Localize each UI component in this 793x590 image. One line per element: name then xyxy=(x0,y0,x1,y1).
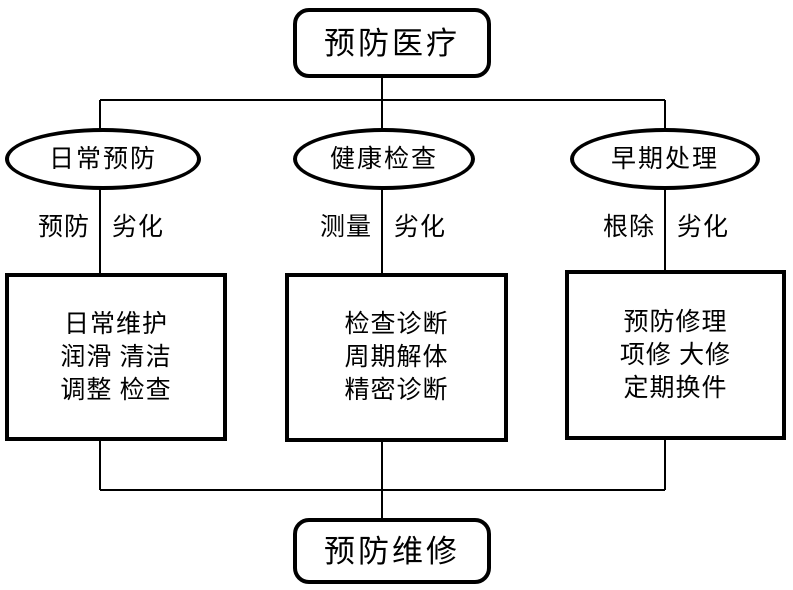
node-preventive-maintenance[interactable]: 预防维修 xyxy=(293,518,491,584)
box-daily-maintenance[interactable]: 日常维护 润滑 清洁 调整 检查 xyxy=(5,273,227,441)
node-preventive-maintenance-label: 预防维修 xyxy=(324,533,460,569)
box-daily-maintenance-line-2: 润滑 清洁 xyxy=(60,343,172,371)
box-preventive-repair-line-2: 项修 大修 xyxy=(619,341,732,369)
node-ellipse-early-treatment[interactable]: 早期处理 xyxy=(570,128,760,190)
box-inspection-diagnosis-line-3: 精密诊断 xyxy=(344,377,449,404)
node-ellipse-early-treatment-label: 早期处理 xyxy=(610,145,719,173)
edge-label-branch-3-right: 劣化 xyxy=(677,214,730,241)
edge-label-branch-2-left: 测量 xyxy=(319,214,372,241)
edge-label-branch-1-left: 预防 xyxy=(37,214,90,241)
node-preventive-medicine-label: 预防医疗 xyxy=(324,25,460,61)
box-daily-maintenance-line-1: 日常维护 xyxy=(63,310,168,338)
box-preventive-repair-line-3: 定期换件 xyxy=(623,374,728,402)
node-ellipse-daily-prevention[interactable]: 日常预防 xyxy=(5,128,201,190)
box-inspection-diagnosis[interactable]: 检查诊断 周期解体 精密诊断 xyxy=(285,273,508,442)
box-inspection-diagnosis-line-1: 检查诊断 xyxy=(344,311,449,338)
node-ellipse-health-check[interactable]: 健康检查 xyxy=(293,128,475,190)
node-ellipse-health-check-label: 健康检查 xyxy=(329,145,438,173)
edge-label-branch-2-right: 劣化 xyxy=(394,214,447,241)
box-preventive-repair[interactable]: 预防修理 项修 大修 定期换件 xyxy=(565,270,786,440)
box-daily-maintenance-line-3: 调整 检查 xyxy=(60,376,172,404)
node-preventive-medicine[interactable]: 预防医疗 xyxy=(293,8,491,78)
node-ellipse-daily-prevention-label: 日常预防 xyxy=(48,145,157,173)
edge-label-branch-3-left: 根除 xyxy=(602,214,655,241)
box-preventive-repair-line-1: 预防修理 xyxy=(623,308,728,336)
box-inspection-diagnosis-line-2: 周期解体 xyxy=(344,344,449,371)
edge-label-branch-1-right: 劣化 xyxy=(112,214,165,241)
